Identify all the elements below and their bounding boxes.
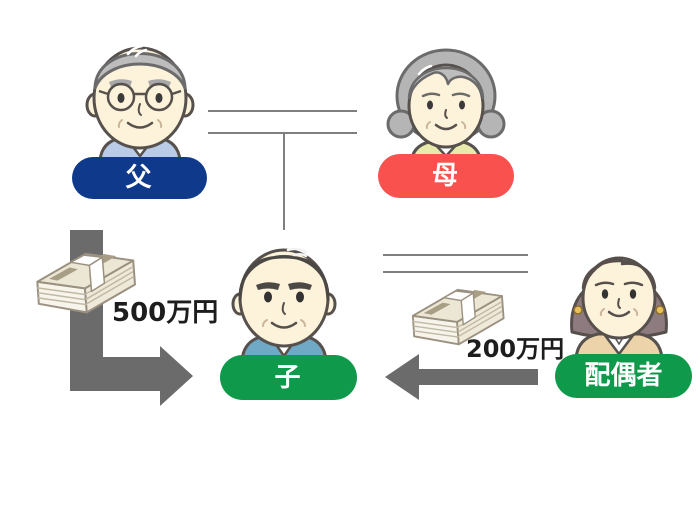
glasses-left-lens-icon <box>106 82 136 112</box>
mother-illustration <box>386 48 506 162</box>
gift-amount-father-to-child: 500万円 <box>112 298 219 328</box>
child-smile-lines <box>262 319 306 327</box>
father-hair-highlight <box>126 44 148 58</box>
person-label-father: 父 <box>72 157 207 199</box>
spouse-eye-left <box>601 289 609 299</box>
mother-smile-lines <box>425 121 467 129</box>
father-eye-right <box>155 93 163 103</box>
mother-eyebrow-left <box>421 92 441 98</box>
money-top-pattern-left <box>49 267 78 281</box>
money-band-front <box>460 292 476 326</box>
money-layer-lines <box>412 301 503 338</box>
couple-marriage-line-bottom <box>383 271 528 273</box>
spouse-bangs <box>581 257 657 290</box>
person-label-child: 子 <box>220 355 357 400</box>
arrow-spouse-to-child <box>385 354 538 400</box>
person-label-spouse: 配偶者 <box>555 354 692 398</box>
parents-marriage-line-top <box>208 110 357 112</box>
spouse-eyebrow-right <box>623 281 644 287</box>
glasses-bridge-icon <box>98 89 182 96</box>
spouse-eye-right <box>629 289 637 299</box>
father-face <box>92 46 188 150</box>
child-eye-right <box>296 291 304 303</box>
spouse-smile-lines <box>599 308 639 316</box>
spouse-earring-right <box>655 305 665 315</box>
child-eyebrow-left <box>256 282 280 290</box>
parent-child-connector-line <box>283 132 285 230</box>
father-smile-lines <box>117 119 163 128</box>
child-eye-left <box>264 291 272 303</box>
money-top-bill <box>36 252 135 290</box>
spouse-earring-left <box>573 305 583 315</box>
spouse-illustration <box>570 256 668 358</box>
couple-marriage-line-top <box>383 254 528 256</box>
child-hair-highlight <box>286 247 308 258</box>
glasses-right-lens-icon <box>144 82 174 112</box>
father-illustration <box>85 44 195 160</box>
parents-marriage-line-bottom <box>208 132 357 134</box>
child-hair <box>238 255 330 302</box>
person-label-mother: 母 <box>378 154 514 198</box>
spouse-mouth <box>607 310 631 318</box>
father-mouth <box>126 121 154 129</box>
mother-eye-left <box>427 100 433 110</box>
spouse-eyebrow-left <box>594 281 615 287</box>
money-band-front <box>88 256 106 293</box>
mother-mouth <box>434 123 458 131</box>
child-eyebrow-right <box>288 282 312 290</box>
mother-eye-right <box>459 100 465 110</box>
mother-hair-highlight <box>417 64 433 76</box>
gift-amount-spouse-to-child: 200万円 <box>466 335 565 363</box>
spouse-nose <box>617 298 621 309</box>
money-layer-lines <box>37 265 135 306</box>
father-hair <box>93 52 187 90</box>
child-illustration <box>231 247 337 360</box>
money-top-pattern-left <box>423 302 451 315</box>
mother-nose <box>444 109 448 119</box>
mother-eyebrow-right <box>451 92 471 98</box>
child-nose <box>281 302 286 315</box>
money-stack-icon-left <box>36 252 136 314</box>
mother-hair-front <box>407 66 485 100</box>
money-top-bill <box>411 288 503 323</box>
father-nose <box>137 103 142 116</box>
father-eye-left <box>117 93 125 103</box>
child-mouth <box>270 321 298 329</box>
money-stack-icon-right <box>411 288 505 346</box>
